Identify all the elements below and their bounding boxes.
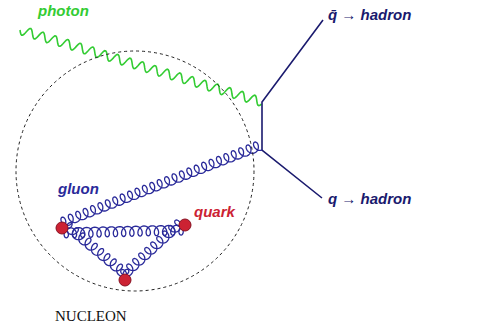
- final-state-label: q → hadron: [328, 190, 411, 207]
- quark-dot: [119, 274, 131, 286]
- particle-name: gluon: [58, 180, 99, 197]
- final-state-label: q̄ → hadron: [328, 6, 411, 23]
- quark-line: [262, 20, 323, 198]
- gluon-line: [121, 220, 185, 280]
- particle-name: photon: [38, 2, 89, 19]
- node-label: NUCLEON: [55, 308, 127, 325]
- particle-name: quark: [194, 203, 235, 220]
- gluon-line: [62, 223, 129, 280]
- nucleon-outline: [15, 50, 255, 292]
- nucleon-circle: NUCLEON: [15, 50, 255, 292]
- quark-dot: [56, 222, 68, 234]
- quark-dot: [179, 219, 191, 231]
- photon-line: [20, 29, 261, 106]
